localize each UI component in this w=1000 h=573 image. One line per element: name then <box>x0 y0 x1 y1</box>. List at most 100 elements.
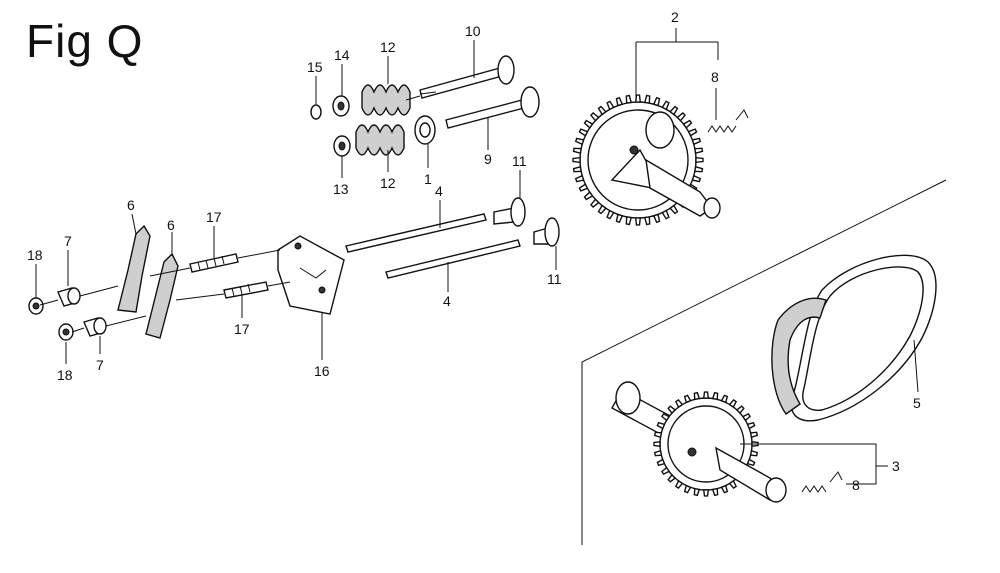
gear-tooth <box>656 421 666 430</box>
gear-tooth <box>720 394 729 404</box>
callout-4: 4 <box>443 293 451 309</box>
gear-tooth <box>606 100 615 111</box>
gear-tooth <box>583 119 594 129</box>
callout-11: 11 <box>547 271 562 287</box>
gear-tooth <box>691 174 702 183</box>
callout-8: 8 <box>711 69 719 85</box>
tappet-lower <box>533 217 560 247</box>
rocker-pivot-upper <box>57 287 81 307</box>
valve-spring-lower <box>355 124 405 156</box>
gear-tooth <box>606 209 615 220</box>
callout-6: 6 <box>127 197 135 213</box>
callout-1: 1 <box>424 171 432 187</box>
gear-tooth <box>652 96 661 107</box>
gear-tooth <box>578 183 589 192</box>
assembly-lines-left <box>39 91 437 333</box>
section-divider <box>581 179 947 545</box>
spring-upper <box>707 109 749 133</box>
callout-labels: 2 8 10 15 14 12 9 13 12 1 11 11 4 4 6 6 … <box>27 9 921 493</box>
gear-tooth <box>574 137 585 146</box>
gear-tooth <box>597 204 607 215</box>
callout-6: 6 <box>167 217 175 233</box>
camshaft-gear <box>572 94 721 226</box>
valve-rotator <box>414 115 436 145</box>
gear-tooth <box>652 213 661 224</box>
gear-tooth <box>625 216 633 226</box>
callout-18: 18 <box>27 247 43 263</box>
rocker-pivot-lower <box>83 317 107 337</box>
callout-16: 16 <box>314 363 330 379</box>
gear-tooth <box>574 174 585 183</box>
gear-tooth <box>687 128 698 137</box>
rocker-stud-upper <box>189 253 239 273</box>
gear-tooth <box>653 449 663 457</box>
gear-tooth <box>661 412 671 422</box>
callout-13: 13 <box>333 181 349 197</box>
callout-7: 7 <box>96 357 104 373</box>
gear-tooth <box>661 100 670 111</box>
gear-tooth <box>691 137 702 146</box>
valve-retainer-upper <box>332 95 350 117</box>
callout-10: 10 <box>465 23 481 39</box>
gear-tooth <box>578 128 589 137</box>
gear-tooth <box>695 156 704 164</box>
gear-tooth <box>643 216 651 226</box>
gear-tooth <box>728 399 738 409</box>
callout-15: 15 <box>307 59 323 75</box>
gear-tooth <box>661 209 670 220</box>
callout-17: 17 <box>234 321 250 337</box>
gear-tooth <box>728 479 738 489</box>
gear-tooth <box>653 440 661 448</box>
gear-tooth <box>643 94 651 104</box>
gear-tooth <box>661 466 671 476</box>
gear-tooth <box>702 489 710 497</box>
callout-12: 12 <box>380 175 396 191</box>
gear-tooth <box>667 405 677 415</box>
gear-tooth <box>590 112 600 122</box>
gear-tooth <box>597 105 607 116</box>
gear-tooth <box>702 391 710 399</box>
push-rod-upper <box>345 213 487 253</box>
gear-tooth <box>749 431 759 439</box>
valve-cap <box>310 104 322 120</box>
rocker-nut-lower <box>58 323 74 341</box>
gear-tooth <box>674 399 684 409</box>
gear-tooth <box>694 147 704 155</box>
gear-tooth <box>669 105 679 116</box>
gear-tooth <box>583 191 594 201</box>
callout-3: 3 <box>892 458 900 474</box>
callout-7: 7 <box>64 233 72 249</box>
gear-tooth <box>667 473 677 483</box>
leader-lines <box>35 28 919 485</box>
gear-tooth <box>711 391 719 401</box>
gear-tooth <box>746 458 756 467</box>
gear-tooth <box>682 119 693 129</box>
valve-spring-upper <box>361 84 411 116</box>
callout-9: 9 <box>484 151 492 167</box>
gear-tooth <box>674 479 684 489</box>
callout-17: 17 <box>206 209 222 225</box>
gear-tooth <box>683 484 692 494</box>
gear-tooth <box>615 96 624 107</box>
callout-5: 5 <box>913 395 921 411</box>
callout-2: 2 <box>671 9 679 25</box>
gear-tooth <box>590 198 600 208</box>
push-rod-lower <box>385 239 521 279</box>
figure-title: Fig Q <box>26 15 144 67</box>
gear-tooth <box>634 217 642 226</box>
gear-tooth <box>749 449 759 457</box>
callout-14: 14 <box>334 47 350 63</box>
gear-tooth <box>656 458 666 467</box>
gear-tooth <box>735 405 745 415</box>
gear-tooth <box>711 487 719 497</box>
callout-11: 11 <box>512 153 527 169</box>
rocker-arm-left <box>117 224 151 313</box>
gear-tooth <box>653 431 663 439</box>
gear-tooth <box>615 213 624 224</box>
gear-tooth <box>693 487 701 497</box>
valve-lower <box>445 86 540 129</box>
callout-8: 8 <box>852 477 860 493</box>
push-rod-guide-plate <box>277 235 345 315</box>
